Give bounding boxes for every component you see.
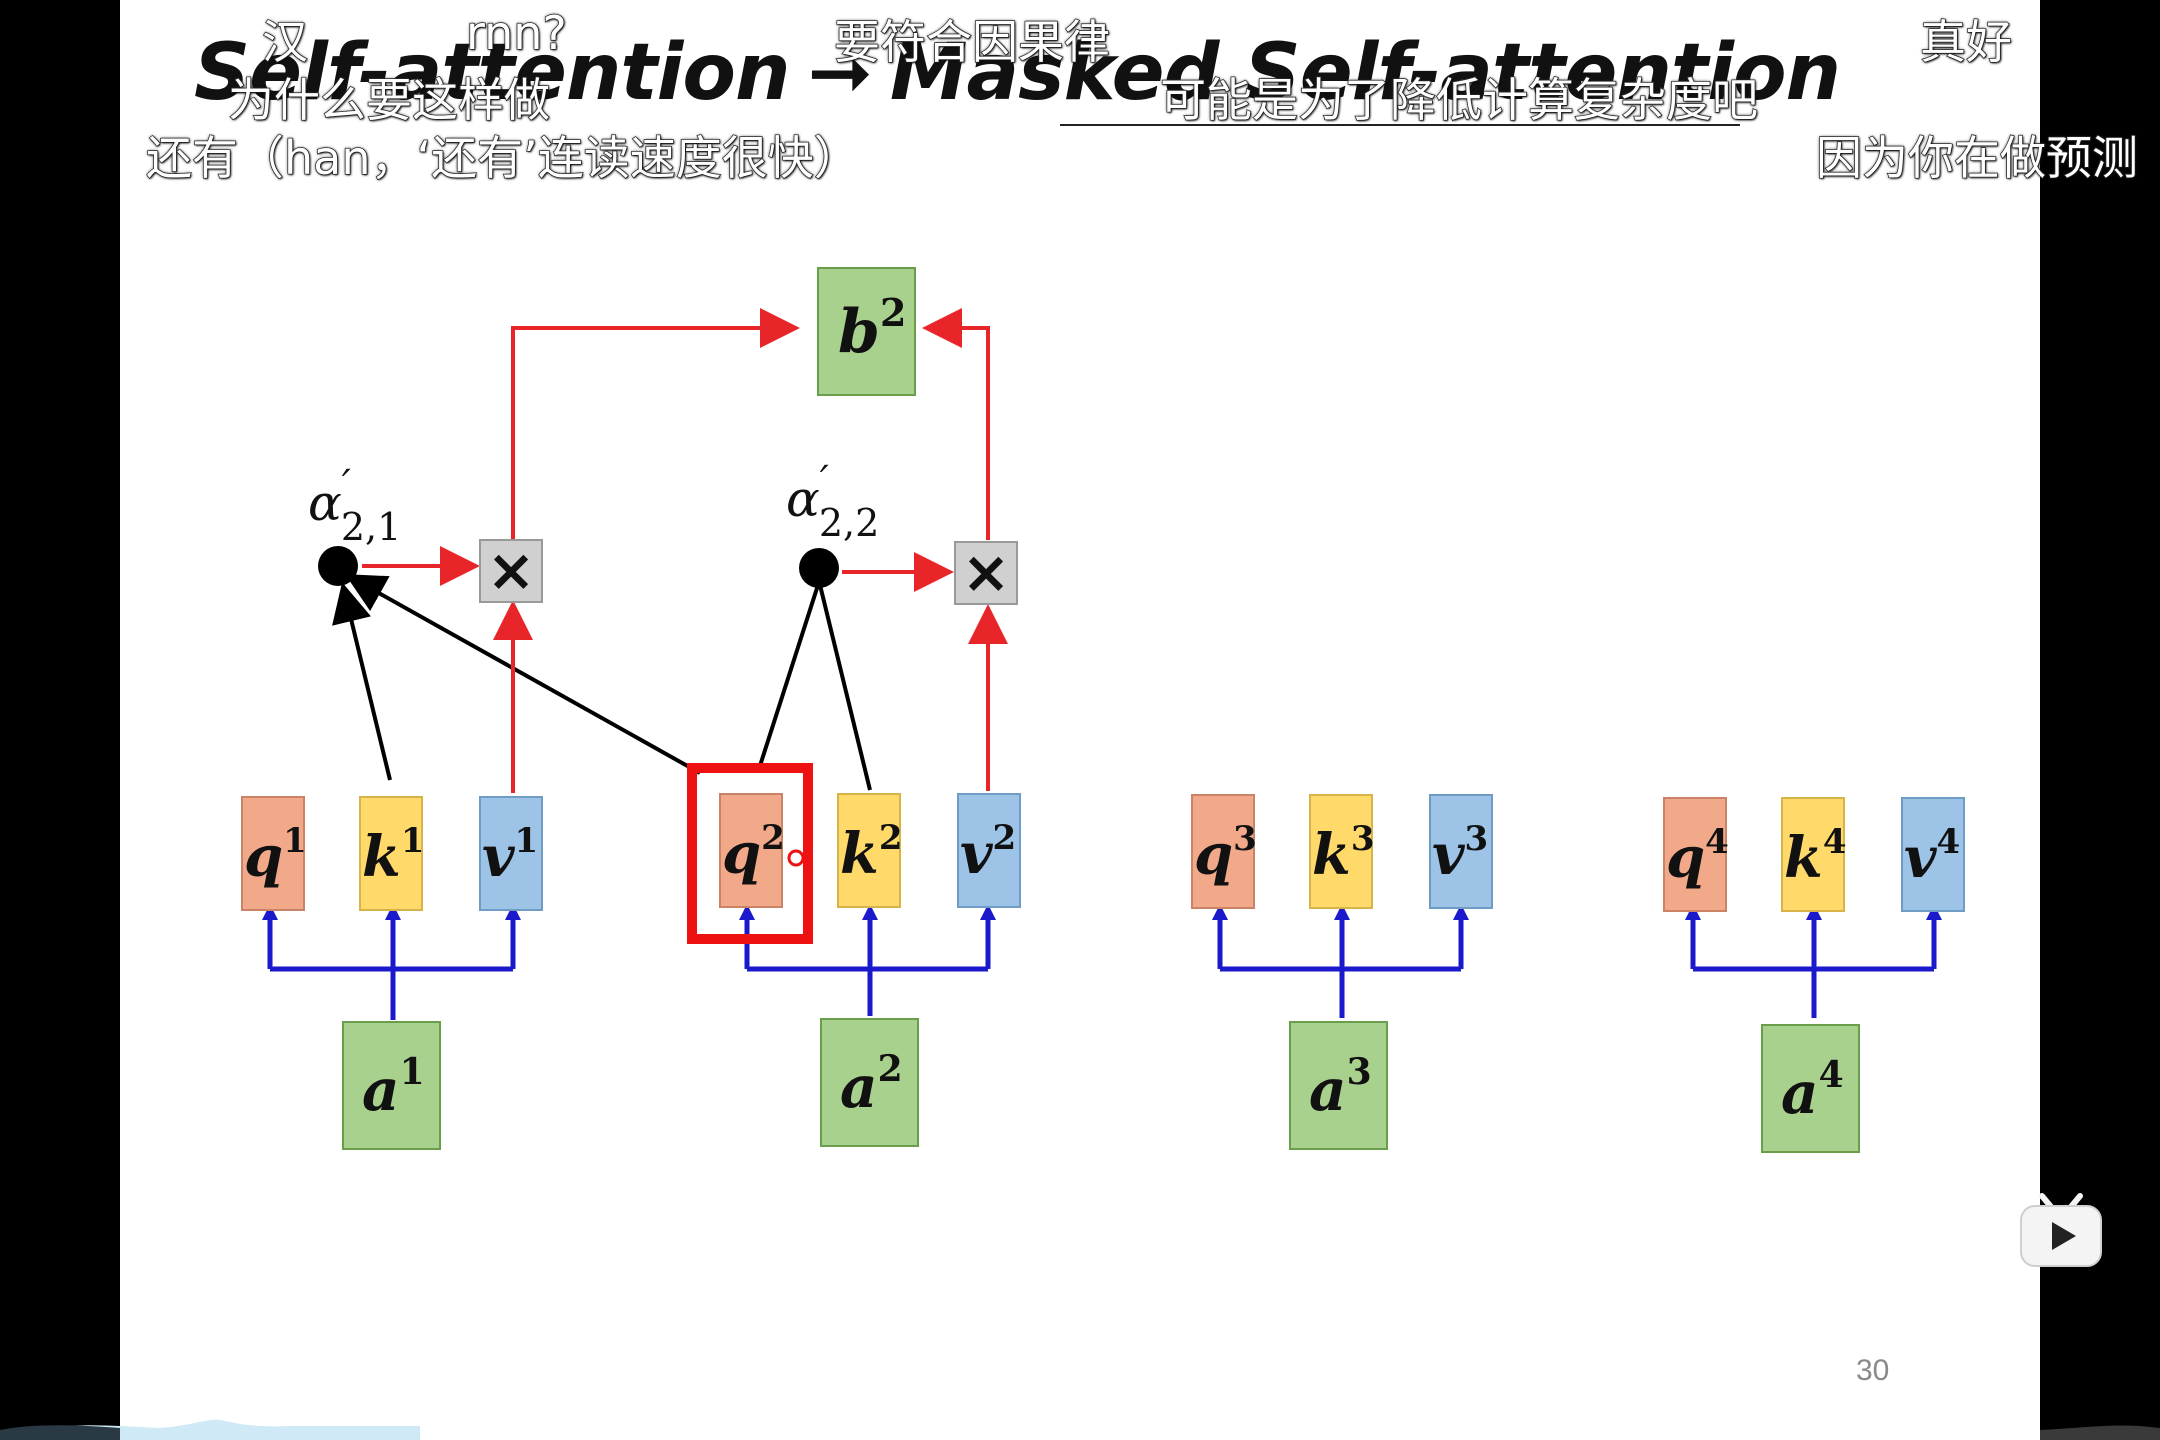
alpha22-label: α′2,2 xyxy=(786,458,879,545)
a3-box xyxy=(1289,1021,1388,1150)
v3-box xyxy=(1429,794,1493,909)
alpha21-label: α′2,1 xyxy=(308,462,401,549)
alpha21-sym: α xyxy=(308,474,342,532)
q2-box xyxy=(719,793,783,908)
danmaku-comment: 可能是为了降低计算复杂度吧 xyxy=(1159,72,1759,128)
svg-text:a4: a4 xyxy=(1781,1054,1844,1127)
qkv-vectors: q1 k1 v1 q2 k2 v2 q3 k3 v3 q4 k4 v4 xyxy=(241,763,1965,944)
alpha22-sub: 2,2 xyxy=(819,501,879,545)
cursor-dot xyxy=(787,849,805,867)
k3-box xyxy=(1309,794,1373,909)
danmaku-comment: 要符合因果律 xyxy=(833,14,1111,70)
k2-to-alpha22 xyxy=(818,584,872,791)
slide-title: Self-attention➞Masked Self-attention xyxy=(194,28,1841,118)
svg-text:q2: q2 xyxy=(722,818,785,887)
alpha21-node xyxy=(318,546,358,586)
b2-box xyxy=(817,267,916,396)
k1-to-alpha21 xyxy=(332,582,392,781)
q3-box xyxy=(1191,794,1255,909)
title-masked-self-attention: Masked Self-attention xyxy=(889,28,1841,118)
danmaku-comment: 真好 xyxy=(1919,14,2013,70)
mult2-to-b2 xyxy=(922,308,990,540)
connector-a3 xyxy=(1217,918,1464,1018)
q2-highlight xyxy=(687,763,813,944)
presentation-slide: Self-attention➞Masked Self-attention 30 xyxy=(120,0,2040,1440)
bottom-wave-decoration xyxy=(0,1419,2160,1440)
k4-box xyxy=(1781,797,1845,912)
page-number: 30 xyxy=(1856,1354,1890,1387)
q1-box xyxy=(241,796,305,911)
q4-box xyxy=(1663,797,1727,912)
a4-box xyxy=(1761,1024,1860,1153)
svg-text:a1: a1 xyxy=(362,1051,425,1124)
input-vectors: a1 a2 a3 a4 xyxy=(342,1018,1860,1153)
v4-box xyxy=(1901,797,1965,912)
connector-a2 xyxy=(744,918,991,1016)
multiply-boxes: × × xyxy=(479,536,1018,606)
svg-text:a2: a2 xyxy=(840,1048,903,1121)
bilibili-tv-icon[interactable] xyxy=(2018,1192,2104,1270)
title-arrow-icon: ➞ xyxy=(807,28,873,118)
danmaku-comment: 为什么要这样做 xyxy=(227,72,551,128)
blue-connectors xyxy=(267,918,1937,1020)
b2-var: b xyxy=(838,297,880,367)
svg-text:k3: k3 xyxy=(1312,819,1374,888)
svg-text:k1: k1 xyxy=(362,821,424,890)
title-self-attention: Self-attention xyxy=(194,28,791,118)
red-paths xyxy=(362,308,1008,793)
svg-text:v4: v4 xyxy=(1904,822,1960,891)
b2-sup: 2 xyxy=(880,290,906,335)
alpha21-prime: ′ xyxy=(342,462,351,508)
q2-to-alpha22 xyxy=(756,584,820,773)
svg-text:v3: v3 xyxy=(1432,819,1488,888)
danmaku-comment: rnn? xyxy=(465,5,567,61)
mult1-symbol: × xyxy=(487,536,536,604)
danmaku-comment: 因为你在做预测 xyxy=(1815,130,2139,186)
svg-text:k2: k2 xyxy=(840,818,902,887)
title-underline xyxy=(1060,124,1740,126)
svg-text:q3: q3 xyxy=(1194,819,1257,888)
mult2-box xyxy=(954,541,1018,605)
danmaku-comment: 还有（han，‘还有’连读速度很快） xyxy=(145,130,860,186)
danmaku-comment: 汉 xyxy=(261,14,309,70)
attention-lines xyxy=(332,574,872,791)
v2-box xyxy=(957,793,1021,908)
k1-box xyxy=(359,796,423,911)
svg-text:v2: v2 xyxy=(960,818,1016,887)
alpha22-prime: ′ xyxy=(820,458,829,504)
alpha22-node xyxy=(799,548,839,588)
output-b2: b2 xyxy=(817,267,916,396)
svg-text:q1: q1 xyxy=(244,821,307,890)
alpha22-sym: α xyxy=(786,470,820,528)
v1-box xyxy=(479,796,543,911)
mult1-box xyxy=(479,539,543,603)
k2-box xyxy=(837,793,901,908)
q2-to-alpha21 xyxy=(345,574,701,775)
a1-box xyxy=(342,1021,441,1150)
svg-text:a3: a3 xyxy=(1309,1051,1372,1124)
svg-text:v1: v1 xyxy=(482,821,538,890)
svg-text:q4: q4 xyxy=(1666,822,1729,891)
alpha-nodes: α′2,1 α′2,2 xyxy=(308,458,879,588)
svg-text:b2: b2 xyxy=(838,290,906,367)
connector-a4 xyxy=(1690,918,1937,1018)
alpha21-sub: 2,1 xyxy=(341,505,401,549)
a2-box xyxy=(820,1018,919,1147)
mult2-symbol: × xyxy=(962,538,1011,606)
svg-text:k4: k4 xyxy=(1784,822,1846,891)
mult1-to-b2 xyxy=(511,308,800,540)
connector-a1 xyxy=(267,918,516,1020)
